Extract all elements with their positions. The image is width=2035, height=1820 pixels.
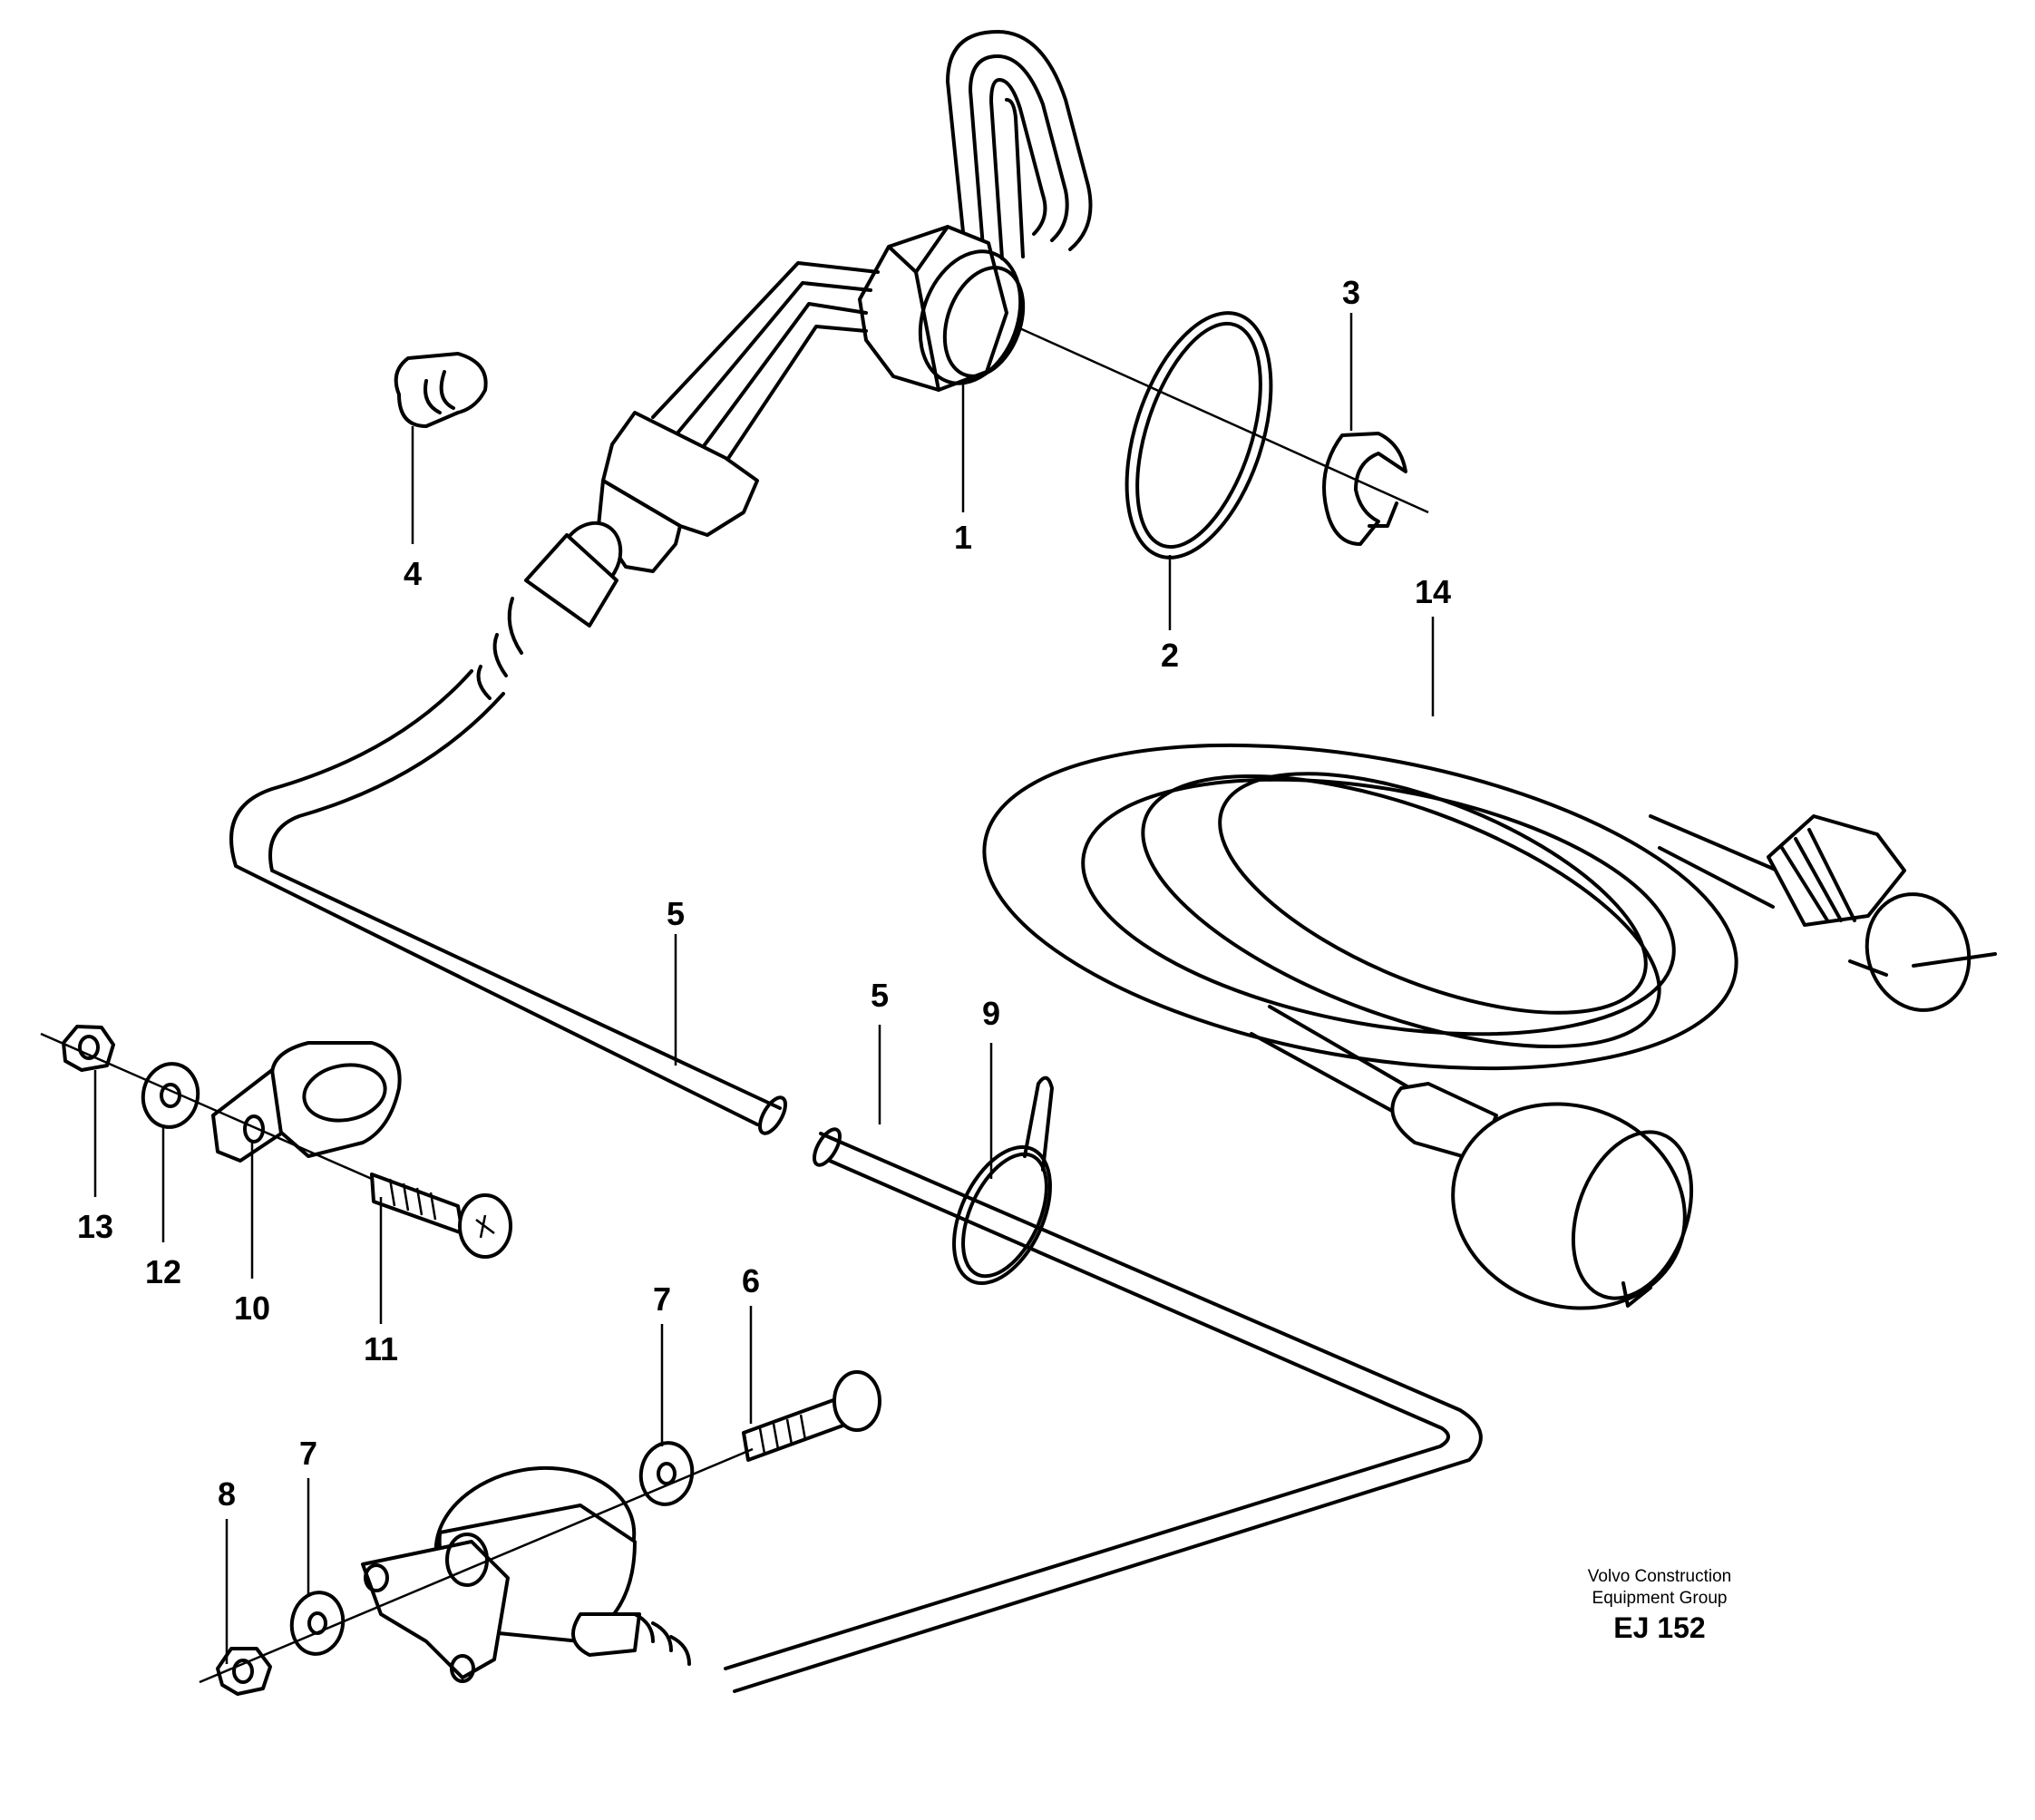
clip <box>394 352 488 428</box>
cable-tie <box>952 1075 1054 1285</box>
clamp-axis-line <box>40 1032 373 1181</box>
callout-6: 6 <box>742 1262 760 1299</box>
callout-10: 10 <box>234 1290 270 1327</box>
callout-5b: 5 <box>871 977 889 1014</box>
washer-upper <box>141 1062 200 1129</box>
callout-4: 4 <box>404 555 422 592</box>
callout-3: 3 <box>1342 274 1360 311</box>
callout-2: 2 <box>1161 637 1179 674</box>
callout-12: 12 <box>145 1253 181 1290</box>
thermostat-switch <box>361 1465 691 1683</box>
lock-washer <box>1322 432 1407 546</box>
extension-cable <box>982 743 1997 1310</box>
callout-1: 1 <box>954 519 972 556</box>
assembly-axis-line <box>1015 325 1429 514</box>
o-ring <box>1125 311 1273 560</box>
callout-14: 14 <box>1415 573 1451 610</box>
callout-8: 8 <box>218 1475 236 1513</box>
washer-lower-right <box>638 1441 695 1506</box>
company-line-2: Equipment Group <box>1592 1589 1728 1608</box>
drawing-code: EJ 152 <box>1613 1611 1705 1644</box>
switch-axis-line <box>199 1447 754 1684</box>
callout-7b: 7 <box>299 1435 317 1472</box>
nut-lower <box>216 1647 272 1696</box>
callout-9: 9 <box>982 995 1000 1032</box>
callout-11: 11 <box>364 1330 398 1367</box>
callout-5a: 5 <box>667 895 685 932</box>
cable <box>229 669 1483 1693</box>
heater-element <box>476 30 1093 700</box>
clamp <box>211 1041 402 1163</box>
screw-lower <box>742 1370 881 1462</box>
callout-13: 13 <box>77 1208 113 1245</box>
callout-7a: 7 <box>653 1280 671 1318</box>
company-line-1: Volvo Construction <box>1588 1567 1731 1586</box>
screw-upper <box>370 1173 512 1259</box>
